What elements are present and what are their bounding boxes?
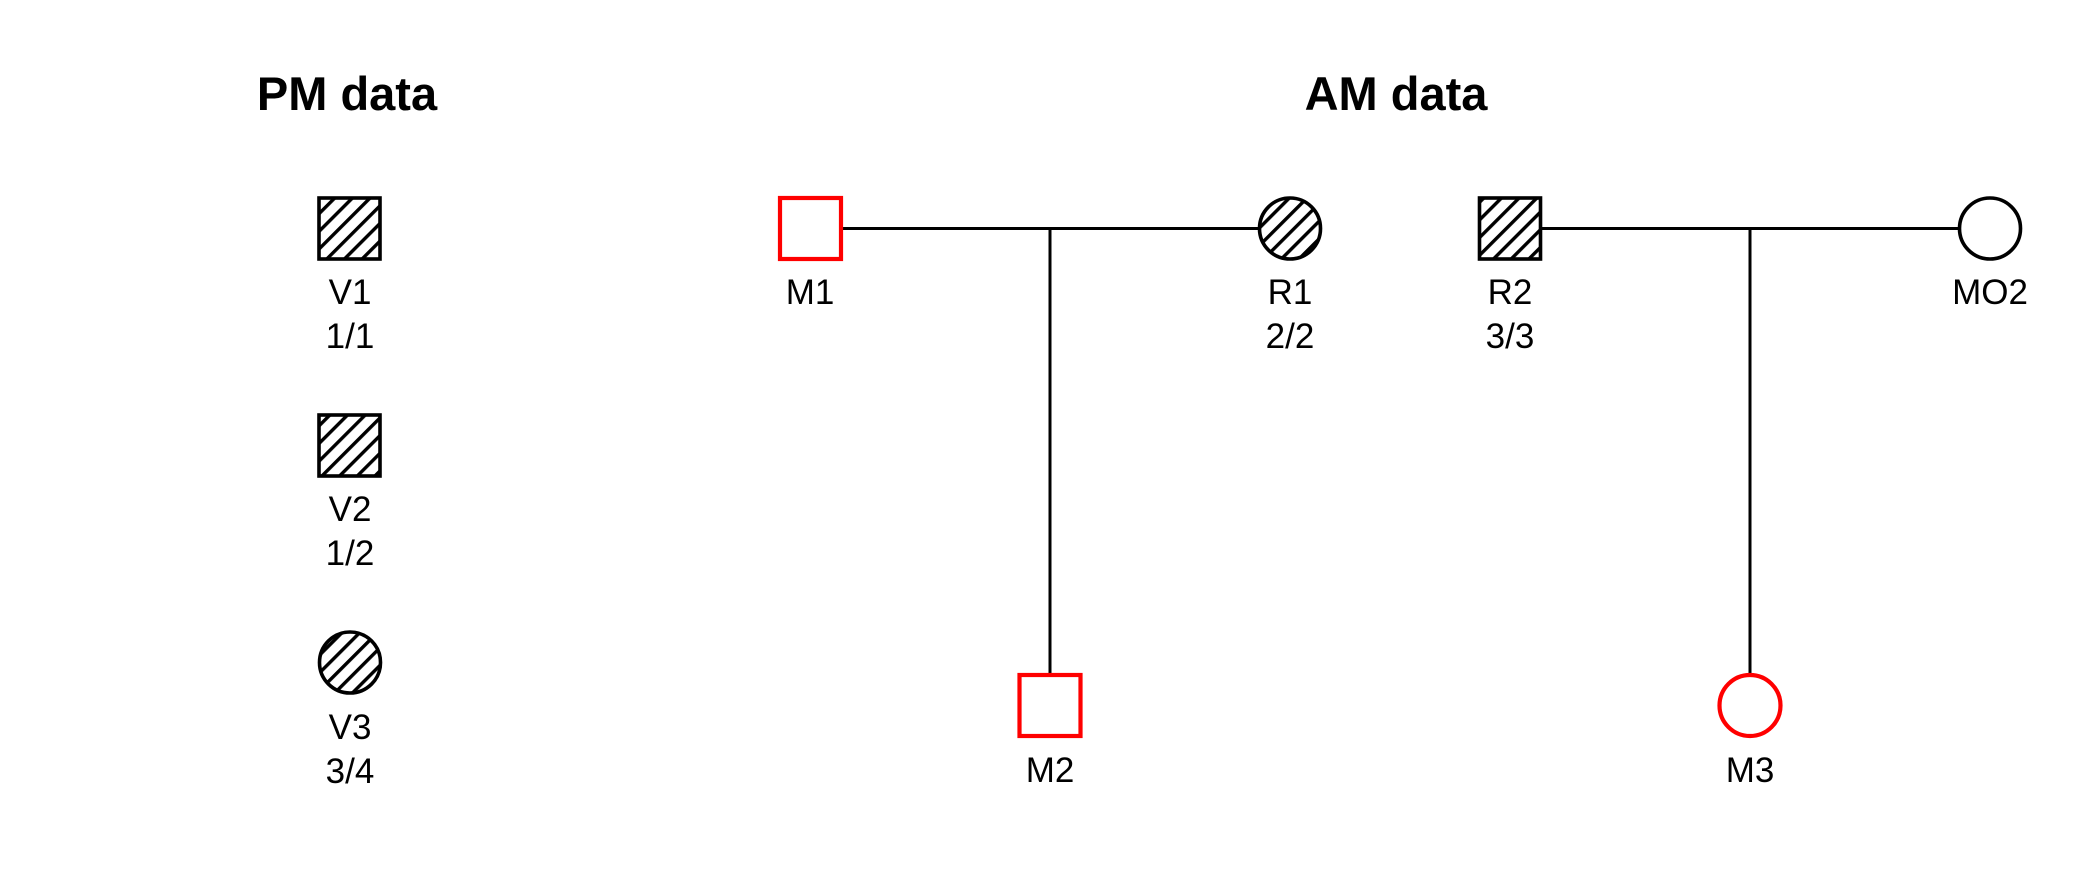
reference-r1-hatched-circle (1257, 196, 1323, 261)
victim-v1-hatched-square (317, 196, 382, 261)
missing-m3-label: M3 (1726, 751, 1775, 790)
pm-panel-title: PM data (257, 67, 438, 120)
victim-v1-genotype: 1/1 (326, 317, 375, 356)
reference-r2-label: R2 (1488, 273, 1533, 312)
am-family-2: R2 3/3 MO2 M3 (1477, 196, 2028, 790)
missing-m1-red-square (777, 195, 844, 262)
victim-v2-hatched-square (317, 413, 382, 478)
reference-r1-label: R1 (1268, 273, 1313, 312)
reference-r2-hatched-square (1477, 196, 1543, 261)
missing-m2-label: M2 (1026, 751, 1075, 790)
reference-r1-genotype: 2/2 (1266, 317, 1315, 356)
missing-m1-label: M1 (786, 273, 835, 312)
missing-m2-red-square (1017, 672, 1083, 739)
victim-v3-label: V3 (329, 708, 372, 747)
pm-victim-v1: V1 1/1 (317, 196, 382, 356)
victim-v2-genotype: 1/2 (326, 534, 375, 573)
pm-victim-v2: V2 1/2 (317, 413, 382, 573)
victim-v3-genotype: 3/4 (326, 752, 375, 791)
am-panel-title: AM data (1305, 67, 1489, 120)
am-family-1: M1 R1 2/2 M2 (777, 195, 1323, 790)
pm-victim-v3: V3 3/4 (317, 630, 383, 791)
reference-r2-genotype: 3/3 (1486, 317, 1535, 356)
missing-m3-red-circle (1717, 672, 1783, 739)
victim-v1-label: V1 (329, 273, 372, 312)
mother-mo2-label: MO2 (1952, 273, 2028, 312)
victim-v3-hatched-circle (317, 630, 383, 695)
mother-mo2-circle (1957, 196, 2023, 261)
victim-v2-label: V2 (329, 490, 372, 529)
